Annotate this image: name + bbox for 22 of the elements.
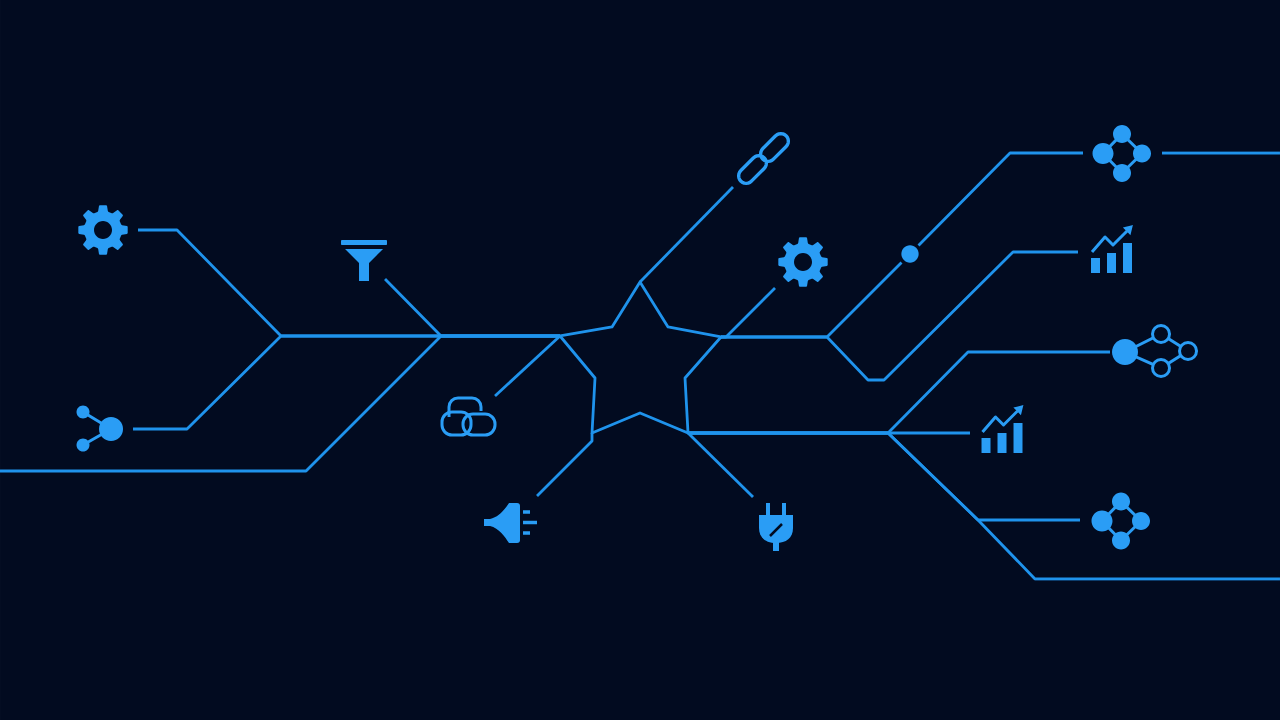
plug-icon [759, 503, 793, 551]
bar-chart-icon [1090, 225, 1133, 273]
connector-line [639, 186, 734, 283]
funnel-icon [341, 240, 387, 281]
connector-line [1162, 151, 1280, 155]
connector-line [721, 250, 1078, 382]
gear-icon [778, 237, 828, 287]
connector-line [0, 334, 560, 473]
gear-icon [78, 205, 128, 255]
molecule-icon [1112, 324, 1198, 378]
connector-line [688, 431, 1280, 581]
dot [901, 245, 919, 263]
network-icon [1091, 492, 1150, 550]
chain-link-icon [736, 131, 791, 186]
chain-link-icon [440, 396, 497, 437]
megaphone-icon [484, 503, 539, 543]
network-icon [1092, 125, 1151, 182]
connector-line [494, 334, 561, 397]
connector-line [917, 151, 1083, 247]
connector-line [536, 433, 594, 497]
star-outline [558, 280, 723, 435]
share-icon [76, 405, 123, 452]
